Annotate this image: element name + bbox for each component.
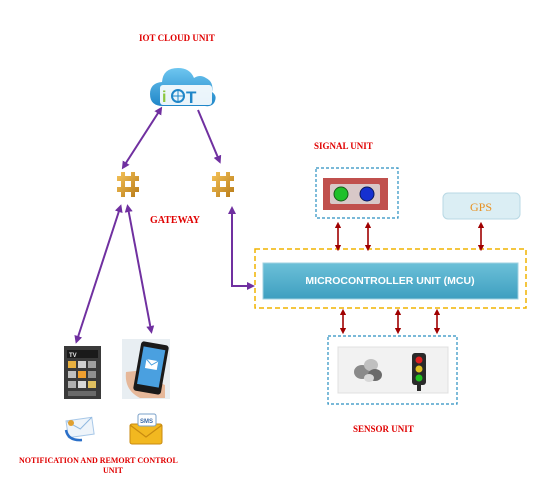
cloud-gateway-links	[74, 106, 255, 344]
gateway-icon	[212, 172, 234, 197]
link-gateway1-notification	[74, 204, 123, 344]
mcu-label: MICROCONTROLLER UNIT (MCU)	[305, 275, 474, 287]
tv-remote-screen-icon: TV	[64, 346, 101, 399]
link-gateway2-mcu	[228, 206, 255, 290]
blue-signal-light	[359, 186, 375, 202]
sensor-unit-label: SENSOR UNIT	[353, 424, 414, 434]
iot-cloud-icon: i T	[150, 68, 216, 107]
svg-text:TV: TV	[69, 353, 77, 359]
sensor-icon	[354, 359, 382, 382]
svg-text:T: T	[186, 88, 197, 107]
email-icon	[64, 416, 95, 442]
traffic-light-icon	[412, 353, 426, 391]
gateway-icon	[117, 172, 139, 197]
svg-text:i: i	[162, 89, 166, 106]
gateway-label: GATEWAY	[150, 215, 201, 226]
sensor-unit	[327, 335, 458, 405]
notification-label-line2: UNIT	[103, 466, 124, 475]
gps-box: GPS	[442, 192, 521, 220]
mcu-unit: MICROCONTROLLER UNIT (MCU)	[254, 248, 527, 309]
link-gateway1-cloud	[121, 106, 163, 170]
iot-cloud-label: IOT CLOUD UNIT	[139, 33, 215, 43]
link-cloud-gateway2	[197, 109, 222, 164]
svg-text:SMS: SMS	[140, 419, 153, 425]
link-gateway1-phone	[124, 204, 155, 334]
smartphone-icon	[122, 339, 170, 399]
gps-label: GPS	[470, 200, 492, 214]
notification-label-line1: NOTIFICATION AND REMORT CONTROL	[19, 456, 178, 465]
signal-unit	[315, 167, 399, 219]
sms-envelope-icon: SMS	[129, 413, 163, 445]
green-signal-light	[333, 186, 349, 202]
signal-unit-label: SIGNAL UNIT	[314, 141, 373, 151]
mcu-links	[334, 221, 485, 335]
